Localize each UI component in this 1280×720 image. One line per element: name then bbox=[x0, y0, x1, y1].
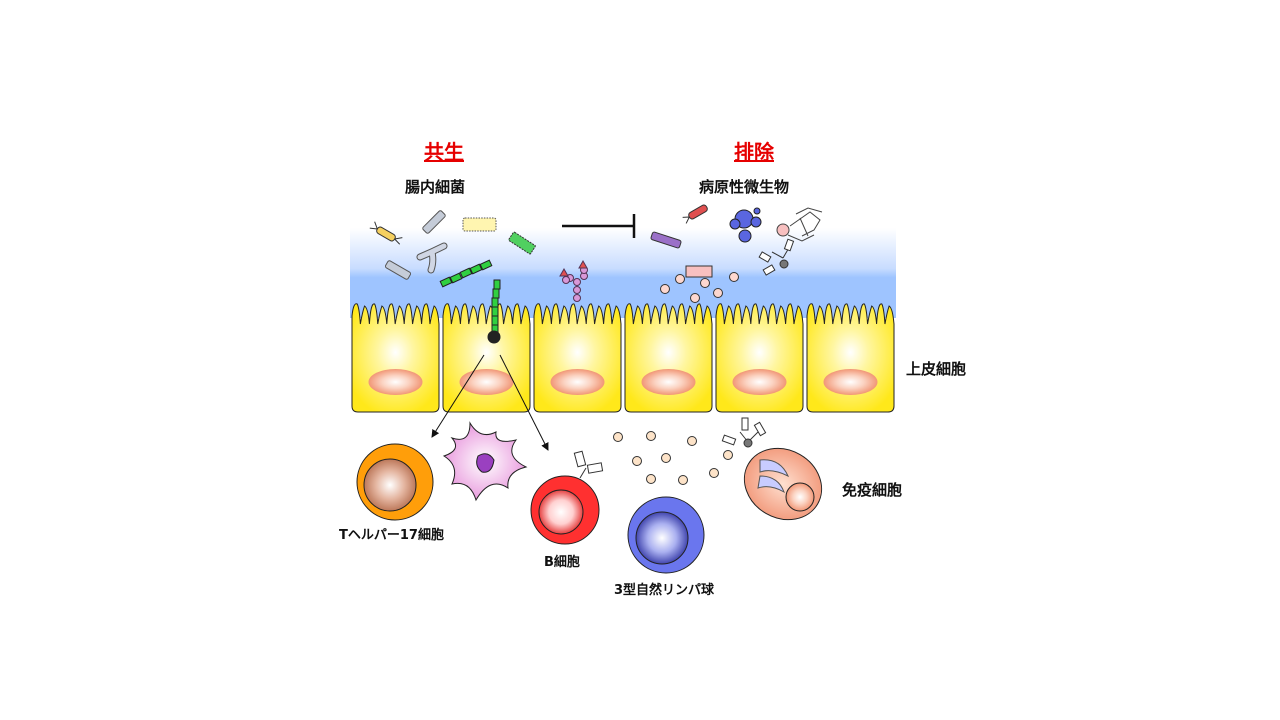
rod-bacterium-2 bbox=[384, 260, 412, 280]
label-ilc3: 3型自然リンパ球 bbox=[614, 583, 715, 598]
epithelial-cell bbox=[533, 303, 622, 413]
green-bacterium bbox=[508, 231, 536, 255]
secreted-antibody bbox=[721, 417, 767, 448]
epithelial-cell bbox=[715, 303, 804, 413]
arrow-to-b-cell bbox=[499, 354, 549, 451]
cell-nucleus bbox=[459, 369, 514, 395]
ilc3-cell-graphic bbox=[627, 496, 705, 574]
ciliated-bacterium bbox=[462, 217, 497, 232]
arrow-to-th17 bbox=[431, 354, 485, 438]
cell-nucleus bbox=[550, 369, 605, 395]
epithelial-layer bbox=[351, 303, 895, 413]
label-pathogens: 病原性微生物 bbox=[699, 178, 790, 196]
cell-nucleus bbox=[368, 369, 423, 395]
b-cell-graphic bbox=[530, 450, 604, 545]
label-b-cell: B細胞 bbox=[544, 555, 580, 570]
red-flagellated-pathogen bbox=[682, 204, 708, 224]
virus-like-pathogen bbox=[776, 207, 823, 242]
cytokines bbox=[613, 431, 733, 485]
th17-cell-graphic bbox=[356, 443, 434, 521]
epithelial-cell bbox=[351, 303, 440, 413]
label-epithelial-cells: 上皮細胞 bbox=[906, 360, 967, 378]
epithelial-cell bbox=[624, 303, 713, 413]
macrophage-graphic bbox=[743, 447, 823, 521]
cell-nucleus bbox=[641, 369, 696, 395]
y-shaped-bacterium-fill bbox=[417, 243, 447, 273]
purple-rod-pathogen bbox=[650, 231, 682, 249]
epithelial-cell bbox=[806, 303, 895, 413]
segmented-filamentous-bacterium-attached bbox=[487, 279, 501, 344]
pathogen-iga bbox=[660, 238, 795, 303]
epithelial-cell bbox=[442, 303, 531, 413]
inhibition-symbol bbox=[562, 214, 636, 238]
heading-symbiosis: 共生 bbox=[424, 140, 464, 164]
segmented-filamentous-bacterium-chain bbox=[439, 259, 493, 288]
rod-bacterium bbox=[422, 210, 446, 234]
heading-exclusion: 排除 bbox=[734, 140, 774, 164]
mucus-layer bbox=[350, 228, 896, 318]
pathogens-group bbox=[650, 204, 823, 303]
iga-chain bbox=[559, 259, 588, 302]
label-th17-cell: Tヘルパー17細胞 bbox=[339, 528, 444, 543]
blue-cluster-pathogen bbox=[729, 207, 762, 243]
label-commensal-bacteria: 腸内細菌 bbox=[405, 178, 466, 196]
cell-nucleus bbox=[732, 369, 787, 395]
cell-nucleus bbox=[823, 369, 878, 395]
dendritic-cell-graphic bbox=[442, 421, 528, 502]
label-immune-cells: 免疫細胞 bbox=[842, 481, 903, 499]
flagellated-bacterium bbox=[369, 221, 403, 245]
commensal-bacteria-group bbox=[369, 210, 588, 344]
